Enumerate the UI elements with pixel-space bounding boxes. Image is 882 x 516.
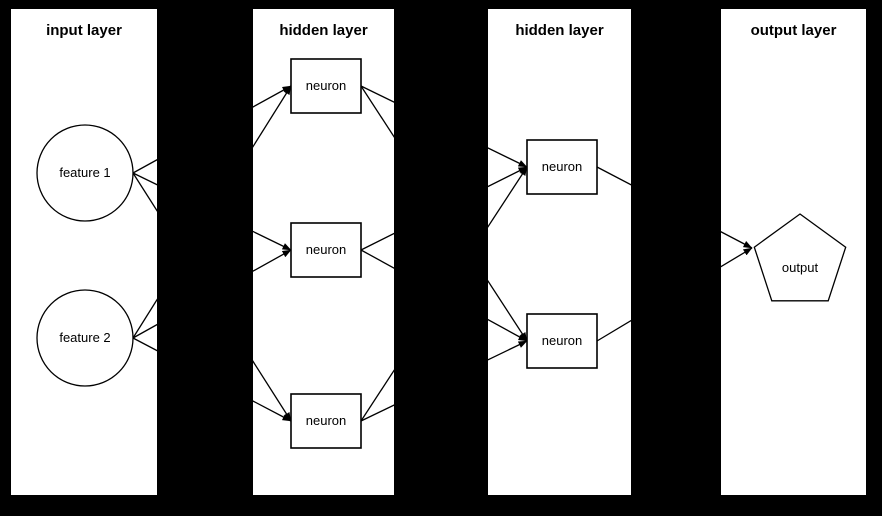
panel-input-layer (10, 8, 158, 496)
panel-hidden-layer-1 (252, 8, 395, 496)
panel-output-layer (720, 8, 867, 496)
panel-hidden-layer-2 (487, 8, 632, 496)
layer-title-input: input layer (46, 22, 122, 39)
layer-title-output: output layer (750, 22, 837, 39)
layer-title-hidden-2: hidden layer (515, 22, 604, 39)
layer-title-hidden-1: hidden layer (279, 22, 368, 39)
